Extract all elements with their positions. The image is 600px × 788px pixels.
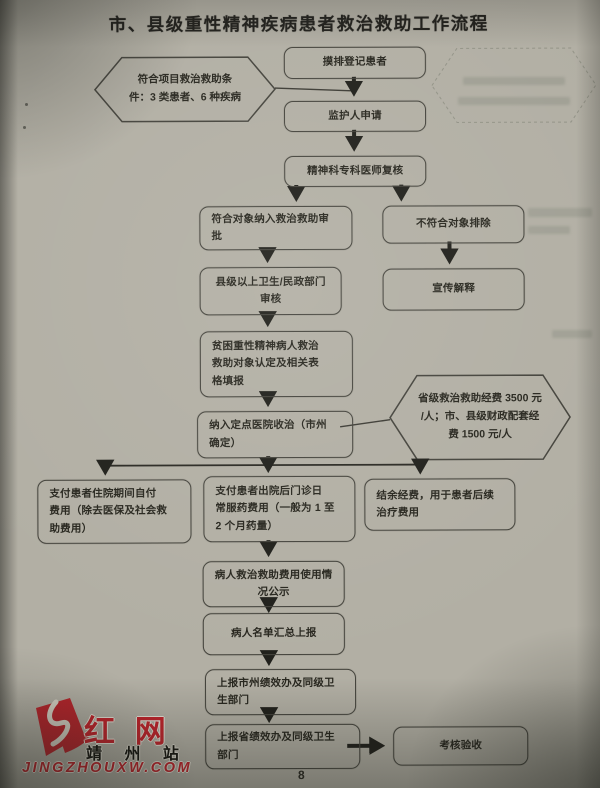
node-pay-inpatient: 支付患者住院期间自付 费用（除去医保及社会救 助费用） [37, 479, 192, 544]
node-report-roster: 病人名单汇总上报 [202, 612, 345, 656]
node-exclude: 不符合对象排除 [382, 205, 525, 244]
node-pay-outpatient: 支付患者出院后门诊日 常服药费用（一般为 1 至 2 个月药量） [203, 475, 356, 543]
node-report-province: 上报省绩效办及同级卫生 部门 [205, 723, 361, 770]
node-publicity-explain: 宣传解释 [382, 268, 525, 311]
node-usage-publicity: 病人救治救助费用使用情 况公示 [202, 560, 345, 608]
node-guardian-apply: 监护人申请 [283, 100, 427, 133]
node-county-review: 县级以上卫生/民政部门 审核 [199, 266, 342, 316]
node-identify-targets: 贫困重性精神病人救治 救助对象认定及相关表 格填报 [199, 330, 354, 398]
bleedthrough-text-mark [552, 330, 592, 338]
criteria-hexagon-shape [93, 56, 276, 123]
bleedthrough-hexagon-shape [431, 47, 597, 123]
watermark-site-name: 红 网 [84, 714, 172, 749]
bleedthrough-text-mark [528, 226, 570, 234]
node-acceptance: 考核验收 [393, 726, 529, 766]
bleedthrough-text-mark [528, 208, 592, 217]
watermark-station: 靖 州 站 [86, 746, 188, 763]
link-criteria-to-flow [274, 87, 352, 92]
node-funding-note: 省级救治救助经费 3500 元 /人；市、县级财政配套经 费 1500 元/人 [418, 392, 542, 441]
bleedthrough-text-mark [458, 97, 570, 105]
split-horizontal-line [105, 463, 421, 467]
link-hospital-to-funding [340, 418, 391, 428]
watermark-url: JINGZHOUXW.COM [22, 760, 193, 776]
node-psychiatrist-review: 精神科专科医师复核 [284, 155, 427, 188]
node-approve-inclusion: 符合对象纳入救治救助审 批 [199, 205, 353, 251]
node-designated-hospital: 纳入定点医院收治（市州 确定） [197, 410, 354, 459]
node-criteria: 符合项目救治救助条 件：3 类患者、6 种疾病 [128, 73, 241, 104]
node-report-city: 上报市州绩效办及同级卫 生部门 [204, 668, 357, 716]
paper-speck [23, 126, 26, 129]
node-surplus-funds: 结余经费，用于患者后续 治疗费用 [364, 478, 516, 531]
node-register: 摸排登记患者 [283, 46, 426, 80]
rednet-logo-icon [36, 698, 89, 756]
paper-speck [25, 103, 28, 106]
bleedthrough-text-mark [463, 77, 565, 85]
